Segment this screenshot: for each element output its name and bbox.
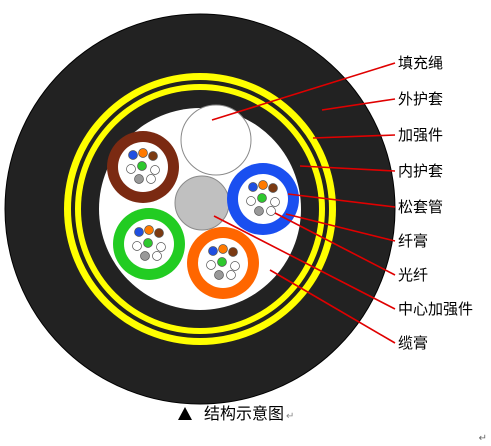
- label-outer-sheath: 外护套: [398, 90, 444, 108]
- loose-tube-orange-fiber-1: [208, 246, 218, 256]
- loose-tube-green-fiber-3: [154, 228, 164, 238]
- leader-fiber-gel: [285, 213, 396, 242]
- loose-tube-brown-fiber-7: [134, 174, 144, 184]
- return-mark: ↵: [286, 411, 295, 422]
- leader-strength-member: [312, 134, 396, 139]
- loose-tube-brown-fiber-3: [148, 151, 158, 161]
- loose-tube-blue-fiber-3: [268, 183, 278, 193]
- loose-tube-green-fiber-8: [152, 251, 162, 261]
- loose-tube-brown-fiber-4: [137, 161, 147, 171]
- loose-tube-green-fiber-1: [134, 227, 144, 237]
- caption-text: 结构示意图: [204, 404, 285, 423]
- strength-layer-stripe: [71, 80, 329, 338]
- leader-central-strength-member: [213, 215, 396, 310]
- loose-tube-orange-fiber-5: [206, 260, 216, 270]
- central-strength-member: [174, 175, 230, 231]
- label-fiber-gel: 纤膏: [398, 232, 429, 250]
- loose-tube-brown-fiber-6: [150, 165, 160, 175]
- leader-outer-sheath: [321, 98, 396, 111]
- loose-tube-blue-fiber-1: [248, 182, 258, 192]
- label-strength-member: 加强件: [398, 126, 444, 144]
- loose-tube-blue-fiber-5: [246, 196, 256, 206]
- loose-tube-brown-fiber-8: [146, 174, 156, 184]
- loose-tube-orange-fiber-7: [214, 270, 224, 280]
- leader-filler-rope: [211, 62, 396, 121]
- loose-tube-brown-fiber-2: [138, 148, 148, 158]
- loose-tube-green-fiber-4: [143, 238, 153, 248]
- loose-tube-green-fiber-5: [132, 241, 142, 251]
- loose-tube-blue-fiber-8: [266, 206, 276, 216]
- label-loose-tube: 松套管: [398, 198, 444, 216]
- loose-tube-green-fiber-2: [144, 225, 154, 235]
- loose-tube-green-fiber-6: [156, 242, 166, 252]
- loose-tube-orange-fiber-3: [228, 247, 238, 257]
- loose-tube-blue-fiber-2: [258, 180, 268, 190]
- label-inner-sheath: 内护套: [398, 162, 444, 180]
- loose-tube-blue-fiber-6: [270, 197, 280, 207]
- label-central-strength-member: 中心加强件: [398, 300, 474, 318]
- leader-inner-sheath: [299, 165, 396, 172]
- triangle-icon: [178, 407, 192, 420]
- loose-tube-blue-fiber-4: [257, 193, 267, 203]
- loose-tube-orange-fiber-8: [226, 270, 236, 280]
- loose-tube-orange-fiber-4: [217, 257, 227, 267]
- leader-optical-fiber: [274, 212, 396, 276]
- loose-tube-brown-fiber-5: [126, 164, 136, 174]
- label-optical-fiber: 光纤: [398, 266, 429, 284]
- corner-return-mark: ↵: [478, 433, 487, 444]
- figure-caption: 结构示意图↵: [178, 404, 294, 427]
- loose-tube-brown-fiber-1: [128, 150, 138, 160]
- loose-tube-orange-fiber-6: [230, 261, 240, 271]
- filler-rope: [180, 104, 252, 176]
- leader-cable-filler: [269, 269, 396, 344]
- label-filler-rope: 填充绳: [398, 54, 444, 72]
- loose-tube-green-fiber-7: [140, 251, 150, 261]
- label-cable-filler: 缆膏: [398, 334, 429, 352]
- leader-loose-tube: [287, 193, 396, 208]
- loose-tube-blue-fiber-7: [254, 206, 264, 216]
- loose-tube-orange-fiber-2: [218, 244, 228, 254]
